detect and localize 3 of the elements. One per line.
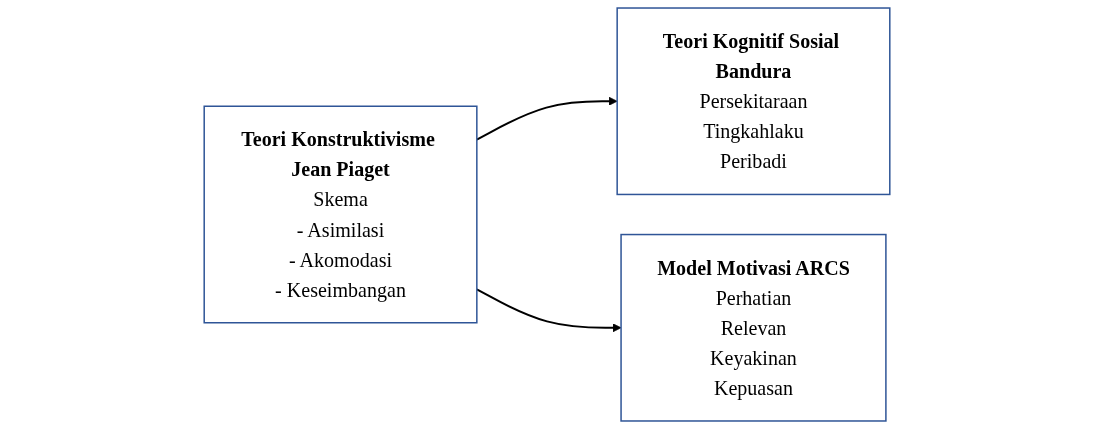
node-box: Model Motivasi ARCS Perhatian Relevan Keyakinan Kepuasan — [620, 233, 887, 422]
node-box: Teori Konstruktivisme Jean Piaget Skema - Asimilasi - Akomodasi - Keseimbangan — [203, 105, 478, 324]
node-box: Teori Kognitif Sosial Bandura Persekitaraan Tingkahlaku Peribadi — [616, 7, 891, 196]
